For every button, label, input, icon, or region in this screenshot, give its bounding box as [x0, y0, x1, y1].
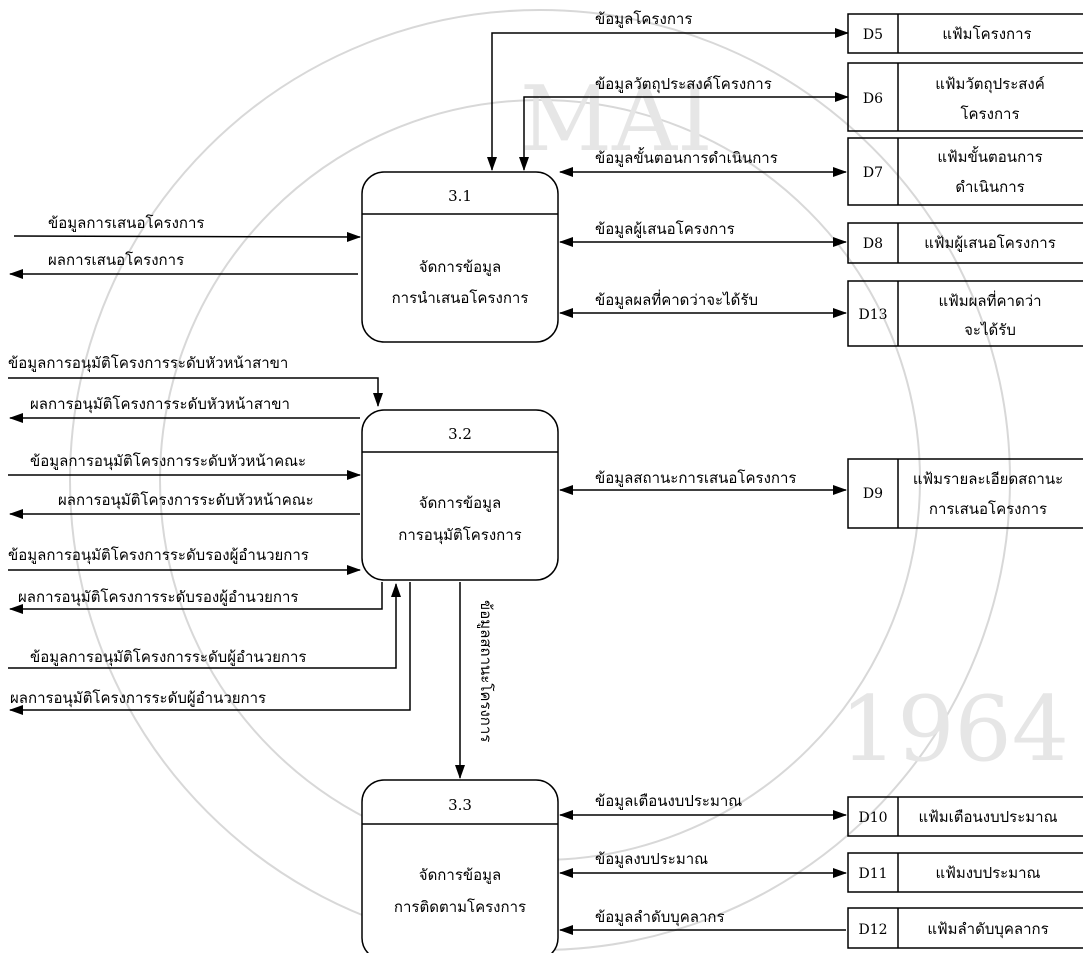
flow-head-branch-result: ผลการอนุมัติโครงการระดับหัวหน้าสาขา [9, 395, 360, 423]
flow-steps-data: ข้อมูลขั้นตอนการดำเนินการ [559, 147, 847, 177]
flow-head-faculty-result: ผลการอนุมัติโครงการระดับหัวหน้าคณะ [9, 491, 360, 519]
datastore-name: ดำเนินการ [955, 178, 1024, 196]
datastore-d12: D12 แฟ้มลำดับบุคลากร [847, 907, 1083, 949]
datastore-id: D7 [863, 165, 883, 181]
watermark-year: 1964 [840, 677, 1069, 782]
datastore-d9: D9 แฟ้มรายละเอียดสถานะ การเสนอโครงการ [847, 458, 1083, 529]
process-3-2: 3.2 จัดการข้อมูล การอนุมัติโครงการ [361, 409, 559, 581]
flow-personnel-order-data: ข้อมูลลำดับบุคลากร [559, 908, 846, 935]
flow-director-result: ผลการอนุมัติโครงการระดับผู้อำนวยการ [9, 582, 411, 715]
process-name: จัดการข้อมูล [419, 494, 501, 512]
datastore-name: แฟ้มผลที่คาดว่า [938, 290, 1041, 310]
flow-label: ข้อมูลการอนุมัติโครงการระดับหัวหน้าคณะ [30, 452, 306, 471]
flow-label: ผลการอนุมัติโครงการระดับผู้อำนวยการ [10, 689, 266, 708]
flow-label: ข้อมูลการอนุมัติโครงการระดับรองผู้อำนวยก… [8, 546, 309, 565]
flow-proposal-status-data: ข้อมูลสถานะการเสนอโครงการ [559, 469, 847, 495]
flow-proposal-result: ผลการเสนอโครงการ [9, 251, 358, 279]
flow-label: ข้อมูลเตือนงบประมาณ [595, 792, 742, 810]
flow-label: ผลการอนุมัติโครงการระดับหัวหน้าคณะ [58, 491, 314, 510]
datastore-d8: D8 แฟ้มผู้เสนอโครงการ [847, 222, 1083, 264]
datastore-id: D9 [863, 486, 883, 502]
flow-head-faculty-data: ข้อมูลการอนุมัติโครงการระดับหัวหน้าคณะ [8, 452, 361, 480]
datastore-id: D8 [863, 236, 883, 252]
flow-proposal-data: ข้อมูลการเสนอโครงการ [13, 214, 361, 242]
process-name: การอนุมัติโครงการ [398, 526, 522, 545]
flow-label: ข้อมูลผู้เสนอโครงการ [595, 220, 735, 238]
flow-deputy-director-result: ผลการอนุมัติโครงการระดับรองผู้อำนวยการ [9, 582, 383, 614]
process-3-1: 3.1 จัดการข้อมูล การนำเสนอโครงการ [361, 171, 559, 343]
datastore-name: แฟ้มวัตถุประสงค์ [935, 75, 1045, 94]
flow-label: ข้อมูลวัตถุประสงค์โครงการ [595, 75, 772, 94]
process-name: การนำเสนอโครงการ [392, 289, 529, 307]
process-name: จัดการข้อมูล [419, 866, 501, 884]
datastore-id: D11 [858, 866, 887, 882]
datastore-d10: D10 แฟ้มเตือนงบประมาณ [847, 796, 1083, 837]
flow-expected-data: ข้อมูลผลที่คาดว่าจะได้รับ [559, 289, 847, 318]
datastore-name: แฟ้มลำดับบุคลากร [927, 920, 1048, 939]
datastore-name: แฟ้มผู้เสนอโครงการ [924, 234, 1056, 252]
flow-proposer-data: ข้อมูลผู้เสนอโครงการ [559, 220, 847, 247]
flow-budget-data: ข้อมูลงบประมาณ [559, 850, 847, 878]
process-name: จัดการข้อมูล [419, 258, 501, 276]
flow-project-data: ข้อมูลโครงการ [487, 10, 849, 171]
flow-label: ผลการอนุมัติโครงการระดับหัวหน้าสาขา [30, 395, 290, 414]
datastore-name: แฟ้มโครงการ [942, 25, 1031, 43]
flow-label: ข้อมูลขั้นตอนการดำเนินการ [595, 147, 778, 167]
datastore-d7: D7 แฟ้มขั้นตอนการ ดำเนินการ [847, 137, 1083, 206]
flow-objective-data: ข้อมูลวัตถุประสงค์โครงการ [519, 75, 849, 171]
flow-label: ข้อมูลการเสนอโครงการ [48, 214, 204, 232]
flow-label: ข้อมูลการอนุมัติโครงการระดับหัวหน้าสาขา [8, 354, 288, 373]
datastore-id: D5 [863, 27, 883, 43]
flow-label: ข้อมูลการอนุมัติโครงการระดับผู้อำนวยการ [30, 648, 306, 667]
flow-label: ข้อมูลสถานะการเสนอโครงการ [595, 469, 796, 487]
flow-budget-alert-data: ข้อมูลเตือนงบประมาณ [559, 792, 847, 820]
datastore-name: โครงการ [960, 105, 1019, 123]
process-id: 3.1 [448, 187, 472, 205]
datastore-name: แฟ้มรายละเอียดสถานะ [913, 470, 1063, 488]
datastore-d11: D11 แฟ้มงบประมาณ [847, 852, 1083, 893]
flow-deputy-director-data: ข้อมูลการอนุมัติโครงการระดับรองผู้อำนวยก… [8, 546, 361, 575]
process-3-3: 3.3 จัดการข้อมูล การติดตามโครงการ [361, 779, 559, 953]
process-id: 3.3 [448, 796, 472, 814]
flow-label: ผลการเสนอโครงการ [48, 251, 184, 269]
datastore-name: แฟ้มเตือนงบประมาณ [918, 808, 1057, 826]
datastore-d5: D5 แฟ้มโครงการ [847, 13, 1083, 54]
flow-head-branch-data: ข้อมูลการอนุมัติโครงการระดับหัวหน้าสาขา [8, 354, 383, 407]
datastore-id: D12 [858, 922, 887, 938]
process-name: การติดตามโครงการ [394, 898, 526, 916]
datastore-id: D13 [858, 307, 887, 323]
datastore-name: การเสนอโครงการ [929, 500, 1047, 518]
datastore-id: D10 [858, 810, 887, 826]
datastore-name: แฟ้มขั้นตอนการ [937, 146, 1042, 166]
flow-label: ข้อมูลโครงการ [595, 10, 692, 28]
process-id: 3.2 [448, 425, 472, 443]
flow-label: ผลการอนุมัติโครงการระดับรองผู้อำนวยการ [18, 588, 298, 607]
datastore-id: D6 [863, 91, 883, 107]
flow-director-data: ข้อมูลการอนุมัติโครงการระดับผู้อำนวยการ [8, 583, 401, 669]
datastore-name: จะได้รับ [964, 321, 1016, 339]
datastore-name: แฟ้มงบประมาณ [936, 864, 1041, 882]
flow-label: ข้อมูลผลที่คาดว่าจะได้รับ [595, 289, 758, 309]
flow-label: ข้อมูลลำดับบุคลากร [595, 908, 725, 927]
flow-label: ข้อมูลสถานะโครงการ [477, 600, 495, 742]
datastore-d6: D6 แฟ้มวัตถุประสงค์ โครงการ [847, 62, 1083, 132]
flow-label: ข้อมูลงบประมาณ [595, 850, 708, 868]
datastore-d13: D13 แฟ้มผลที่คาดว่า จะได้รับ [847, 280, 1083, 347]
flow-project-status: ข้อมูลสถานะโครงการ [455, 582, 495, 779]
